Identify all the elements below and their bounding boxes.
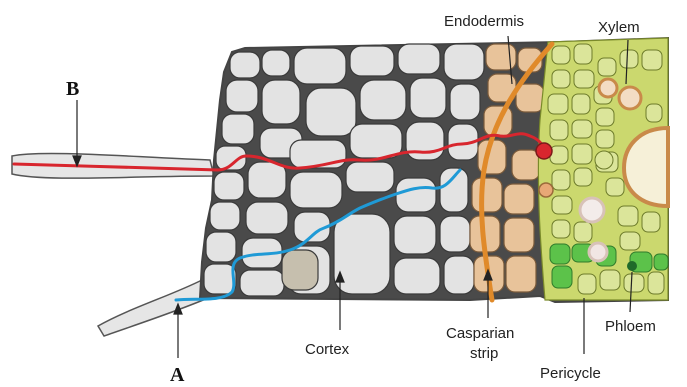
label-endodermis: Endodermis [444, 13, 524, 30]
label-cortex: Cortex [305, 341, 350, 358]
endodermis-cell-marker [539, 183, 553, 197]
tissue-block [200, 38, 668, 302]
label-pericycle: Pericycle [540, 365, 601, 382]
xylem-vessel-top [595, 151, 613, 169]
label-phloem: Phloem [605, 318, 656, 335]
xylem-vessel-mid [580, 198, 604, 222]
xylem-vessel-low [589, 243, 607, 261]
xylem-vessel-small-1 [599, 79, 617, 97]
label-casparian-line2: strip [470, 345, 498, 362]
xylem-vessel-small-2 [619, 87, 641, 109]
shaded-cortex-cell [282, 250, 318, 290]
apoplast-endpoint [536, 143, 552, 159]
label-casparian-line1: Casparian [446, 325, 514, 342]
label-xylem: Xylem [598, 19, 640, 36]
label-a: A [170, 364, 185, 386]
label-b: B [66, 78, 79, 100]
phloem-companion-cell [627, 261, 637, 271]
root-hair-a [98, 280, 208, 336]
